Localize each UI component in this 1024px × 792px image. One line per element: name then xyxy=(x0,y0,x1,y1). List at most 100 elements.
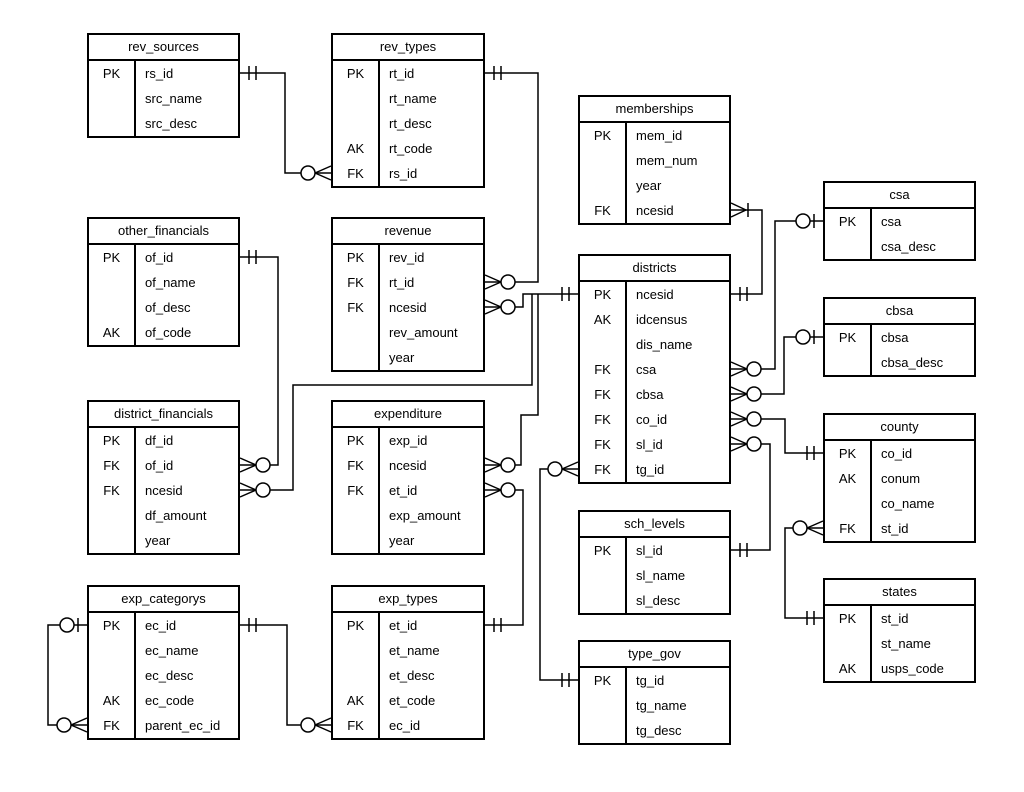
field-name: sl_desc xyxy=(625,588,729,613)
field-key-label xyxy=(580,693,625,718)
field-name: ec_code xyxy=(134,688,238,713)
field-key-label: FK xyxy=(594,203,611,218)
field-row-rt_name: rt_name xyxy=(333,86,483,111)
field-name: year xyxy=(134,528,238,553)
field-name: mem_id xyxy=(625,123,729,148)
field-name: rt_desc xyxy=(378,111,483,136)
field-row-exp_amount: exp_amount xyxy=(333,503,483,528)
field-row-tg_name: tg_name xyxy=(580,693,729,718)
field-key-label xyxy=(89,528,134,553)
field-name: ec_desc xyxy=(134,663,238,688)
field-name: et_name xyxy=(378,638,483,663)
field-row-st_name: st_name xyxy=(825,631,974,656)
field-name: ec_id xyxy=(134,613,238,638)
field-row-src_desc: src_desc xyxy=(89,111,238,136)
field-key-label: AK xyxy=(838,471,857,486)
field-key-label xyxy=(89,295,134,320)
field-key-label: PK xyxy=(346,250,365,265)
table-title: rev_sources xyxy=(89,35,238,61)
field-row-of_name: of_name xyxy=(89,270,238,295)
field-key-label xyxy=(333,528,378,553)
field-name: et_id xyxy=(378,613,483,638)
field-name: exp_amount xyxy=(378,503,483,528)
field-name: ec_id xyxy=(378,713,483,738)
field-name: csa xyxy=(870,209,974,234)
field-name: cbsa xyxy=(870,325,974,350)
field-name: ncesid xyxy=(625,282,729,307)
field-row-co_name: co_name xyxy=(825,491,974,516)
field-key-label: AK xyxy=(593,312,612,327)
relationship-county-districts-co_id xyxy=(730,411,823,460)
field-key-label: FK xyxy=(839,521,856,536)
field-name: rev_amount xyxy=(378,320,483,345)
field-key-label xyxy=(333,345,378,370)
field-key-label xyxy=(333,111,378,136)
field-name: tg_id xyxy=(625,668,729,693)
field-row-ec_id: FK ec_id xyxy=(333,713,483,738)
field-key-label: FK xyxy=(103,483,120,498)
field-name: rs_id xyxy=(134,61,238,86)
field-key-label: FK xyxy=(594,462,611,477)
field-name: cbsa xyxy=(625,382,729,407)
field-key-label: AK xyxy=(346,693,365,708)
field-row-mem_num: mem_num xyxy=(580,148,729,173)
field-key-label: AK xyxy=(346,141,365,156)
field-key-label: PK xyxy=(102,250,121,265)
field-name: conum xyxy=(870,466,974,491)
field-key-label: FK xyxy=(594,437,611,452)
field-name: rt_id xyxy=(378,270,483,295)
field-name: df_id xyxy=(134,428,238,453)
field-key-label: PK xyxy=(346,433,365,448)
table-title: rev_types xyxy=(333,35,483,61)
field-row-sl_desc: sl_desc xyxy=(580,588,729,613)
field-name: mem_num xyxy=(625,148,729,173)
field-key-label: PK xyxy=(838,214,857,229)
field-name: idcensus xyxy=(625,307,729,332)
field-name: st_id xyxy=(870,516,974,541)
relationship-exp_types-expenditure-et_id xyxy=(484,482,524,632)
table-title: district_financials xyxy=(89,402,238,428)
field-key-label xyxy=(580,173,625,198)
field-key-label xyxy=(89,663,134,688)
field-name: of_id xyxy=(134,453,238,478)
field-row-csa_desc: csa_desc xyxy=(825,234,974,259)
field-name: rt_id xyxy=(378,61,483,86)
relationship-csa-districts-csa xyxy=(730,213,823,377)
field-row-of_desc: of_desc xyxy=(89,295,238,320)
field-key-label xyxy=(580,588,625,613)
field-key-label: PK xyxy=(838,446,857,461)
field-key-label: PK xyxy=(838,611,857,626)
relationship-exp_categorys-exp_categorys-parent_ec_id xyxy=(47,617,88,733)
field-name: st_name xyxy=(870,631,974,656)
field-name: year xyxy=(378,528,483,553)
field-row-rt_desc: rt_desc xyxy=(333,111,483,136)
field-name: usps_code xyxy=(870,656,974,681)
field-name: rt_code xyxy=(378,136,483,161)
field-key-label xyxy=(89,111,134,136)
field-name: year xyxy=(378,345,483,370)
field-key-label xyxy=(825,234,870,259)
relationship-other_financials-district_financials-of_id xyxy=(239,250,279,473)
field-name: et_desc xyxy=(378,663,483,688)
field-key-label: FK xyxy=(594,412,611,427)
field-name: tg_name xyxy=(625,693,729,718)
relationship-districts-expenditure-ncesid xyxy=(484,294,539,473)
field-key-label: FK xyxy=(347,718,364,733)
field-key-label xyxy=(89,638,134,663)
